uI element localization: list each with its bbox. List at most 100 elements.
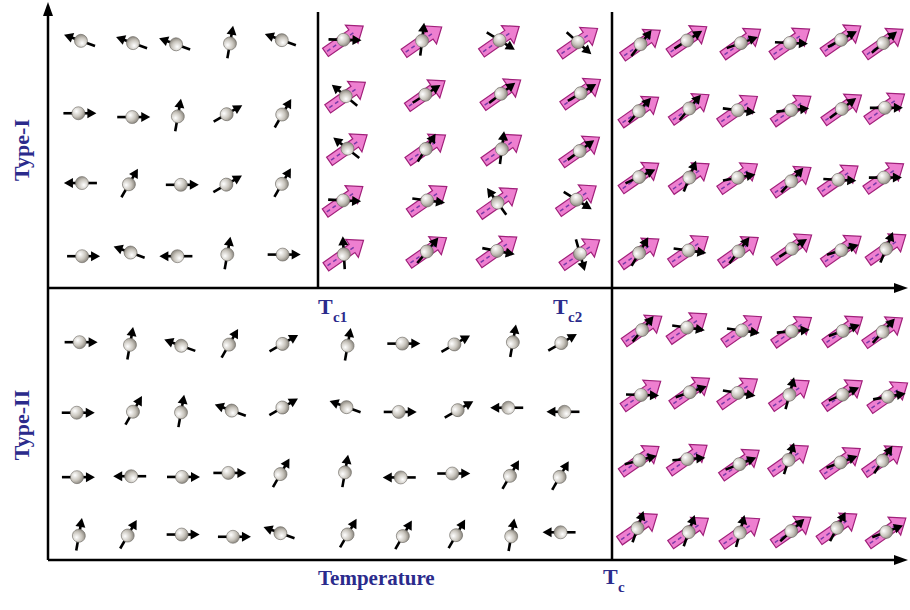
orbital-moment-arrow [663, 436, 713, 480]
orbital-moment-arrow [764, 437, 814, 481]
orbital-moment-arrow [663, 18, 713, 62]
spin [722, 384, 757, 402]
orbital-moment-arrow [665, 155, 715, 199]
spin [779, 376, 800, 411]
orbital-moment-arrow [323, 126, 373, 170]
spin [672, 451, 706, 466]
orbital-moment-arrow [860, 155, 910, 199]
spin [221, 25, 240, 60]
spin [328, 33, 361, 47]
spin [409, 80, 444, 109]
spin [776, 323, 810, 339]
spin [336, 454, 355, 489]
spin [673, 242, 707, 259]
orbital-moment-arrow [319, 178, 369, 222]
axis-label: T [318, 296, 333, 318]
spin [336, 236, 351, 270]
spin [414, 22, 431, 56]
spin [673, 380, 708, 403]
spin [266, 393, 301, 421]
spin [327, 395, 362, 419]
spin [776, 514, 809, 546]
spin [167, 470, 200, 483]
spin [482, 184, 512, 218]
orbital-moment-arrow [665, 86, 715, 130]
orbital-moment-arrow [816, 440, 866, 484]
spin [116, 165, 144, 200]
spin [266, 329, 301, 357]
spin [494, 130, 511, 164]
orbital-moment-arrow [813, 505, 863, 549]
spin [543, 526, 576, 539]
spin [626, 234, 654, 269]
axis-label: T [553, 296, 568, 318]
spin [334, 516, 362, 551]
orbital-moment-arrow [664, 509, 714, 553]
orbital-moment-arrow [555, 128, 605, 172]
orbital-moment-arrow [402, 126, 452, 170]
spin [722, 168, 757, 187]
spin [121, 326, 140, 361]
spin [438, 330, 473, 358]
spin [826, 382, 861, 407]
spin [560, 186, 595, 214]
orbital-moment-arrow [615, 230, 665, 274]
orbital-moment-arrow [321, 73, 371, 117]
orbital-moment-arrow [615, 88, 665, 132]
spin [776, 163, 808, 196]
spin [441, 396, 476, 424]
spin [412, 130, 441, 165]
spin [497, 457, 525, 492]
spin [562, 27, 595, 59]
spin [117, 111, 150, 124]
spin [113, 470, 146, 483]
orbital-moment-arrow [713, 370, 763, 414]
spin [671, 319, 706, 337]
spin [411, 192, 445, 209]
spin [64, 177, 97, 190]
orbital-moment-arrow [819, 308, 869, 352]
spin [490, 401, 523, 414]
orbital-moment-arrow [765, 372, 815, 416]
spin [172, 394, 191, 429]
orbital-moment-arrow [615, 438, 665, 482]
spin [826, 93, 860, 123]
orbital-moment-arrow [861, 85, 910, 129]
orbital-moment-arrow [767, 508, 817, 552]
orbital-moment-arrow [817, 17, 867, 61]
spin [443, 516, 471, 551]
orbital-moment-arrow [716, 510, 766, 554]
orbital-moment-arrow [817, 86, 867, 130]
spin [725, 31, 760, 54]
orbital-moment-arrow [715, 441, 765, 485]
spin [384, 405, 417, 418]
orbital-moment-arrow [398, 18, 448, 62]
spin [678, 513, 701, 548]
orbital-moment-arrow [556, 231, 606, 275]
spin [157, 32, 192, 56]
spin [869, 442, 898, 477]
spin [825, 25, 860, 52]
axis-label: T [603, 566, 618, 588]
orbital-moment-arrow [717, 20, 767, 64]
spin [269, 165, 297, 200]
orbital-moment-arrow [862, 226, 910, 270]
orbital-moment-arrow [403, 178, 453, 222]
spin [387, 337, 420, 350]
axis-label: c1 [333, 310, 347, 325]
axis-label: c [618, 580, 625, 595]
orbital-moment-arrow [717, 308, 767, 352]
orbital-moment-arrow [818, 372, 868, 416]
orbital-moment-arrow [767, 87, 817, 131]
spin [868, 314, 900, 347]
spin [827, 319, 862, 342]
spin [62, 471, 95, 484]
orbital-moment-arrow [768, 226, 818, 270]
spin [412, 233, 443, 267]
orbital-moment-arrow [556, 70, 606, 114]
orbital-moment-arrow [319, 17, 369, 61]
spin [623, 163, 658, 189]
orbital-moment-arrow [402, 229, 452, 273]
orbital-moment-arrow [665, 369, 715, 413]
